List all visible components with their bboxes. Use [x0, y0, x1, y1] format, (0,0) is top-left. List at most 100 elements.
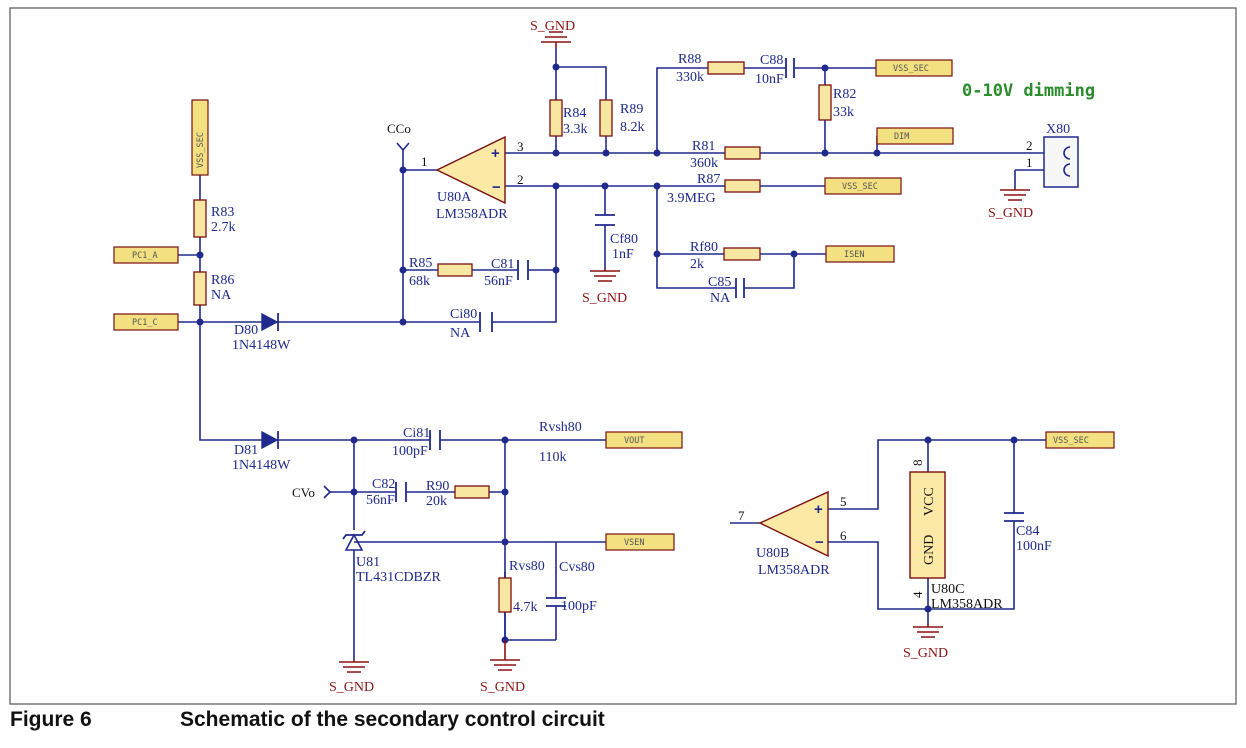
junction-dots [196, 63, 1018, 644]
label-r84-value: 3.3k [563, 122, 588, 137]
label-ci81-value: 100pF [392, 444, 428, 459]
label-d81-value: 1N4148W [232, 458, 291, 473]
svg-text:DIM: DIM [894, 132, 909, 142]
net-label-cvo: CVo [292, 485, 315, 500]
label-ci81-ref: Ci81 [403, 426, 430, 441]
resistor-r82 [818, 84, 832, 121]
port-pc1-a: PC1_A [113, 246, 179, 264]
label-rf80-value: 2k [690, 257, 704, 272]
net-label-s-gnd: S_GND [582, 291, 627, 306]
label-r85-ref: R85 [409, 256, 432, 271]
svg-text:+: + [814, 501, 823, 518]
label-c81-ref: C81 [491, 257, 514, 272]
port-vss-sec-top: VSS_SEC [875, 59, 953, 77]
label-rf80-ref: Rf80 [690, 240, 718, 255]
net-label-s-gnd: S_GND [480, 680, 525, 695]
label-c88-value: 10nF [755, 72, 784, 87]
pin-numbers: 1 3 2 7 5 6 8 4 2 1 [421, 138, 1033, 598]
capacitor-c84 [1004, 512, 1024, 522]
resistor-r88 [707, 61, 745, 75]
label-r84-ref: R84 [563, 106, 586, 121]
svg-text:VSS_SEC: VSS_SEC [893, 64, 929, 74]
label-u80c-value: LM358ADR [931, 597, 1003, 612]
pin-u80a-out: 1 [421, 154, 428, 169]
net-label-s-gnd: S_GND [530, 19, 575, 34]
label-r88-value: 330k [676, 70, 704, 85]
capacitor-cvs80 [546, 597, 566, 607]
port-vsen: VSEN [605, 533, 675, 551]
svg-text:VSS_SEC: VSS_SEC [1053, 436, 1089, 446]
pin-u80a-in-p: 3 [517, 139, 524, 154]
resistor-r83 [193, 199, 207, 238]
capacitor-c82 [395, 482, 407, 502]
label-u80c-vcc-pin: VCC [922, 487, 937, 516]
svg-text:PC1_C: PC1_C [132, 318, 158, 328]
wires [178, 48, 1048, 660]
annotation-dimming: 0-10V dimming [962, 81, 1095, 101]
label-cvs80-value: 100pF [561, 599, 597, 614]
resistor-r87 [724, 179, 761, 193]
port-vss-sec-r87: VSS_SEC [824, 177, 902, 195]
opamp-u80c-power [909, 471, 946, 579]
capacitor-c85 [735, 278, 745, 298]
label-r83-ref: R83 [211, 205, 234, 220]
resistor-r84 [549, 99, 563, 137]
port-vout: VOUT [605, 431, 683, 449]
label-c84-value: 100nF [1016, 539, 1052, 554]
label-r81-value: 360k [690, 156, 718, 171]
label-cf80-ref: Cf80 [610, 232, 638, 247]
svg-text:−: − [815, 534, 824, 551]
zener-u81 [342, 530, 366, 551]
label-r86-ref: R86 [211, 273, 234, 288]
label-u80c-gnd-pin: GND [922, 535, 937, 565]
label-r82-ref: R82 [833, 87, 856, 102]
port-dim: DIM [876, 127, 954, 145]
svg-text:PC1_A: PC1_A [132, 251, 158, 261]
svg-text:−: − [492, 179, 501, 196]
pin-u80b-in-p: 5 [840, 494, 847, 509]
label-c82-ref: C82 [372, 477, 395, 492]
connector-x80 [1043, 136, 1079, 188]
label-u80a-value: LM358ADR [436, 207, 508, 222]
pin-x80-1: 1 [1026, 155, 1033, 170]
component-labels: R83 2.7k R86 NA R84 3.3k R89 8.2k R88 33… [211, 52, 1070, 615]
label-r90-ref: R90 [426, 479, 449, 494]
net-label-s-gnd: S_GND [988, 206, 1033, 221]
port-isen: ISEN [825, 245, 895, 263]
capacitor-ci80 [479, 312, 493, 332]
resistor-r89 [599, 99, 613, 137]
label-c82-value: 56nF [366, 493, 395, 508]
diode-d81 [261, 430, 279, 450]
label-cvs80-ref: Cvs80 [559, 560, 595, 575]
label-r83-value: 2.7k [211, 220, 236, 235]
pin-u80c-vcc: 8 [910, 460, 925, 467]
label-u80b-value: LM358ADR [758, 563, 830, 578]
resistor-r86 [193, 271, 207, 306]
port-vss-sec-vertical: VSS_SEC [191, 99, 209, 176]
label-d80-ref: D80 [234, 323, 258, 338]
label-r89-ref: R89 [620, 102, 643, 117]
net-cvo-symbol [323, 485, 332, 499]
label-r88-ref: R88 [678, 52, 701, 67]
net-label-cco: CCo [387, 121, 411, 136]
label-c85-ref: C85 [708, 275, 731, 290]
figure-title: Schematic of the secondary control circu… [180, 708, 605, 731]
label-ci80-ref: Ci80 [450, 307, 477, 322]
label-c85-value: NA [710, 291, 731, 306]
svg-text:ISEN: ISEN [844, 250, 864, 260]
resistor-rvs80 [498, 577, 512, 613]
net-label-s-gnd: S_GND [329, 680, 374, 695]
label-c84-ref: C84 [1016, 524, 1039, 539]
svg-text:VSS_SEC: VSS_SEC [842, 182, 878, 192]
port-pc1-c: PC1_C [113, 313, 179, 331]
figure-number: Figure 6 [10, 708, 92, 731]
capacitor-c88 [785, 58, 795, 78]
capacitor-ci81 [429, 430, 441, 450]
label-rvs80-ref: Rvs80 [509, 559, 545, 574]
label-r90-value: 20k [426, 494, 447, 509]
label-c81-value: 56nF [484, 274, 513, 289]
svg-text:+: + [491, 145, 500, 162]
label-r86-value: NA [211, 288, 232, 303]
label-d81-ref: D81 [234, 443, 258, 458]
svg-text:VOUT: VOUT [624, 436, 644, 446]
